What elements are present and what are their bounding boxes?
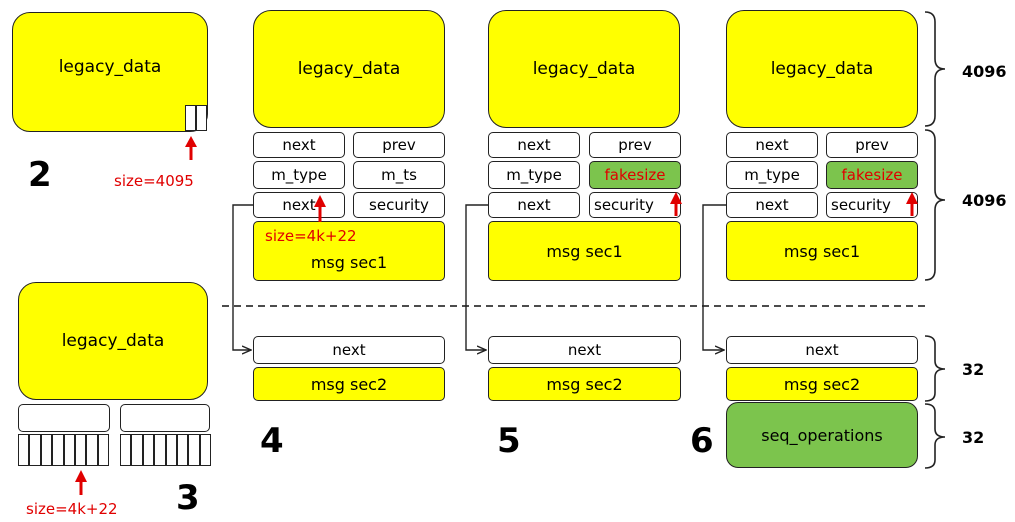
slab-slot (86, 434, 98, 466)
prev-field: prev (589, 132, 681, 158)
red-arrow (185, 136, 197, 160)
slab-slot (131, 434, 143, 466)
m-type-field: m_type (726, 161, 818, 189)
red-arrow (314, 195, 326, 222)
msg-sec2-block: msg sec2 (488, 367, 681, 401)
legacy-data-block-2: legacy_data (12, 12, 208, 132)
size-label-4096: 4096 (962, 191, 1007, 210)
m-type-field: m_type (253, 161, 345, 189)
slab-slot (97, 434, 110, 466)
msg-sec1-block: msg sec1 (488, 221, 681, 281)
seq-operations-block: seq_operations (726, 402, 918, 468)
step-number-6: 6 (690, 421, 714, 461)
next-field: next (253, 132, 345, 158)
slab-slot (18, 434, 30, 466)
next-link-arrow (232, 204, 253, 350)
step-number-4: 4 (260, 421, 284, 461)
slab-slot (120, 434, 132, 466)
legacy-data-label: legacy_data (532, 59, 636, 79)
slab-slot (29, 434, 41, 466)
step-number-2: 2 (28, 155, 52, 195)
security-field: security (826, 192, 918, 218)
size-label-4096: 4096 (962, 62, 1007, 81)
slab-slot (142, 434, 155, 466)
legacy-data-label: legacy_data (770, 59, 874, 79)
slab-slot (199, 434, 212, 466)
legacy-data-block-5: legacy_data (488, 10, 680, 128)
slab-slot (177, 434, 189, 466)
slab-slot (165, 434, 177, 466)
brace-4096-top (924, 11, 946, 127)
slab-slot (188, 434, 200, 466)
next-field: next (253, 192, 345, 218)
next-link-arrow (465, 204, 488, 350)
size-label-32: 32 (962, 360, 985, 379)
legacy-data-block-6: legacy_data (726, 10, 918, 128)
slab-header-left (18, 404, 110, 432)
m-ts-field: m_ts (353, 161, 445, 189)
msg-sec1-block: msg sec1 (726, 221, 918, 281)
legacy-data-block-3: legacy_data (18, 282, 208, 400)
step-number-3: 3 (176, 478, 200, 518)
small-slot (196, 105, 207, 131)
next-field: next (253, 336, 445, 364)
security-field: security (353, 192, 445, 218)
small-slot (185, 105, 196, 131)
next-field: next (488, 192, 580, 218)
brace-32-top (924, 335, 946, 402)
next-field: next (726, 336, 918, 364)
next-field: next (726, 192, 818, 218)
fakesize-field: fakesize (589, 161, 681, 189)
red-arrow (75, 470, 87, 495)
slab-slot (75, 434, 87, 466)
msg-sec1-block: msg sec1 (253, 221, 445, 281)
next-field: next (726, 132, 818, 158)
size-note-4k22: size=4k+22 (265, 227, 357, 245)
legacy-data-label: legacy_data (58, 57, 162, 77)
brace-32-bottom (924, 403, 946, 469)
size-note-4095: size=4095 (114, 172, 194, 190)
legacy-data-label: legacy_data (61, 331, 165, 351)
msg-sec2-block: msg sec2 (253, 367, 445, 401)
legacy-data-block-4: legacy_data (253, 10, 445, 128)
next-field: next (488, 132, 580, 158)
msg-sec2-block: msg sec2 (726, 367, 918, 401)
slab-slot (63, 434, 75, 466)
security-field: security (589, 192, 681, 218)
slab-header-right (120, 404, 210, 432)
msg-sec1-label: msg sec1 (310, 252, 388, 272)
slab-slot (52, 434, 64, 466)
m-type-field: m_type (488, 161, 580, 189)
fakesize-field: fakesize (826, 161, 918, 189)
slab-slot (154, 434, 166, 466)
red-arrow (670, 192, 682, 216)
next-field: next (488, 336, 681, 364)
slab-slot (40, 434, 53, 466)
red-arrow (906, 192, 918, 216)
size-note-4k22: size=4k+22 (26, 500, 118, 518)
size-label-32: 32 (962, 428, 985, 447)
legacy-data-label: legacy_data (297, 59, 401, 79)
prev-field: prev (353, 132, 445, 158)
step-number-5: 5 (497, 421, 521, 461)
brace-4096-bottom (924, 129, 946, 281)
prev-field: prev (826, 132, 918, 158)
next-link-arrow (702, 204, 726, 350)
